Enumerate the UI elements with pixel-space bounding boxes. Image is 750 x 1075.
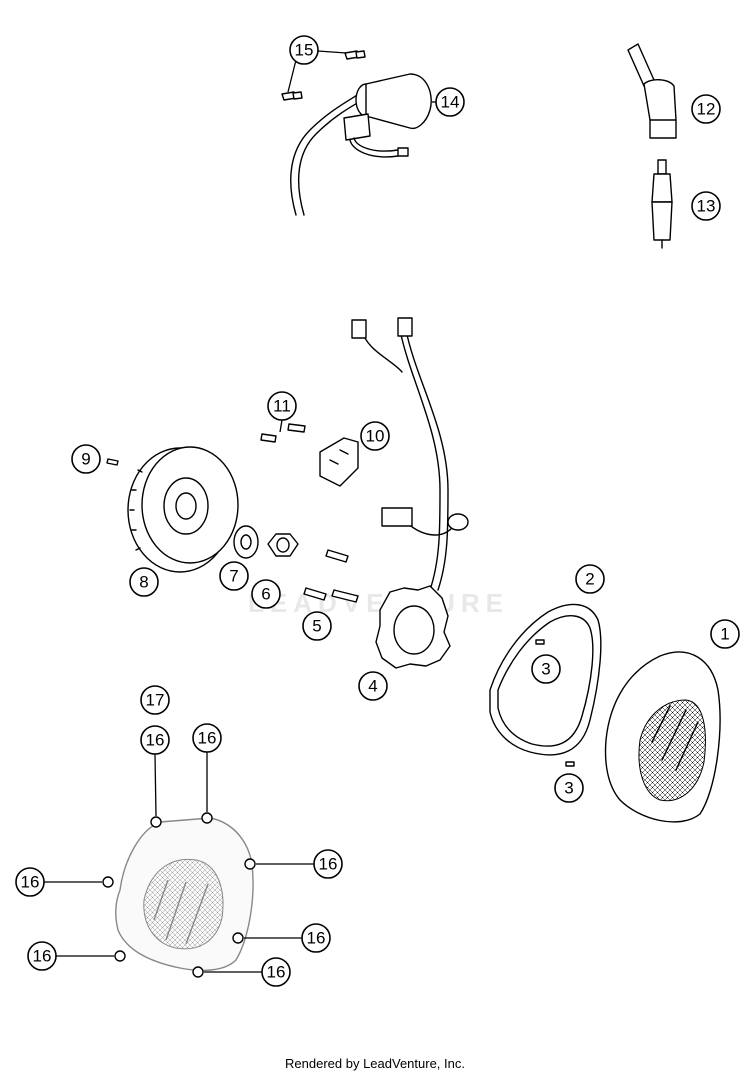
svg-text:11: 11: [273, 397, 291, 416]
leader-11: [279, 419, 283, 433]
callout-3-upper[interactable]: 3: [531, 654, 561, 684]
svg-text:16: 16: [33, 947, 52, 966]
callout-16f[interactable]: 16: [27, 941, 57, 971]
part-4-stator[interactable]: [351, 317, 469, 669]
svg-text:6: 6: [261, 585, 270, 604]
svg-text:12: 12: [697, 100, 716, 119]
part-7-washer[interactable]: [233, 525, 259, 559]
callout-6[interactable]: 6: [251, 579, 281, 609]
callout-16e[interactable]: 16: [301, 923, 331, 953]
svg-text:2: 2: [585, 570, 594, 589]
part-3-pin-upper[interactable]: [535, 639, 545, 645]
part-9-key[interactable]: [106, 458, 119, 466]
callout-5[interactable]: 5: [302, 611, 332, 641]
svg-text:4: 4: [368, 677, 377, 696]
svg-text:9: 9: [81, 450, 90, 469]
svg-text:16: 16: [267, 963, 286, 982]
svg-text:5: 5: [312, 617, 321, 636]
svg-text:14: 14: [441, 93, 460, 112]
callout-11[interactable]: 11: [267, 391, 297, 421]
part-3-pin-lower[interactable]: [565, 761, 575, 767]
callout-16c[interactable]: 16: [313, 849, 343, 879]
svg-text:16: 16: [21, 873, 40, 892]
callout-4[interactable]: 4: [358, 671, 388, 701]
part-17-cover-outline[interactable]: [115, 817, 254, 972]
callout-9[interactable]: 9: [71, 444, 101, 474]
callout-1[interactable]: 1: [710, 619, 740, 649]
part-6-nut[interactable]: [267, 533, 299, 557]
part-8-flywheel[interactable]: [127, 446, 239, 573]
svg-text:16: 16: [319, 855, 338, 874]
svg-text:16: 16: [146, 731, 165, 750]
callout-15[interactable]: 15: [289, 35, 319, 65]
leaders-16: [44, 752, 314, 973]
callout-16d[interactable]: 16: [15, 867, 45, 897]
callout-16a[interactable]: 16: [140, 725, 170, 755]
svg-text:1: 1: [720, 625, 729, 644]
svg-text:16: 16: [198, 729, 217, 748]
callout-7[interactable]: 7: [219, 561, 249, 591]
callout-3-lower[interactable]: 3: [554, 773, 584, 803]
callout-14[interactable]: 14: [435, 87, 465, 117]
svg-text:15: 15: [295, 41, 314, 60]
part-16-screw-heads[interactable]: [102, 812, 256, 978]
part-13-spark-plug[interactable]: [651, 159, 673, 249]
part-5-screws[interactable]: [303, 549, 359, 603]
part-12-spark-plug-cap[interactable]: [627, 43, 677, 139]
callout-16g[interactable]: 16: [261, 957, 291, 987]
svg-text:7: 7: [229, 567, 238, 586]
svg-text:3: 3: [564, 779, 573, 798]
callout-10[interactable]: 10: [360, 421, 390, 451]
svg-text:13: 13: [697, 197, 716, 216]
part-2-gasket[interactable]: [489, 603, 602, 756]
svg-text:10: 10: [366, 427, 385, 446]
watermark: LEADVENTURE: [248, 588, 510, 618]
part-10-holder-plate[interactable]: [319, 437, 359, 487]
part-14-ignition-coil[interactable]: [290, 73, 432, 216]
callout-17[interactable]: 17: [140, 685, 170, 715]
svg-text:8: 8: [139, 573, 148, 592]
svg-text:17: 17: [146, 691, 165, 710]
svg-text:16: 16: [307, 929, 326, 948]
part-15-bolts[interactable]: [281, 50, 366, 101]
callout-2[interactable]: 2: [575, 564, 605, 594]
part-1-ignition-cover[interactable]: [604, 651, 721, 823]
callout-8[interactable]: 8: [129, 567, 159, 597]
callout-13[interactable]: 13: [691, 191, 721, 221]
svg-text:3: 3: [541, 660, 550, 679]
callout-12[interactable]: 12: [691, 94, 721, 124]
callout-16b[interactable]: 16: [192, 723, 222, 753]
part-11-screws[interactable]: [260, 423, 306, 443]
footer-credit: Rendered by LeadVenture, Inc.: [285, 1056, 465, 1071]
